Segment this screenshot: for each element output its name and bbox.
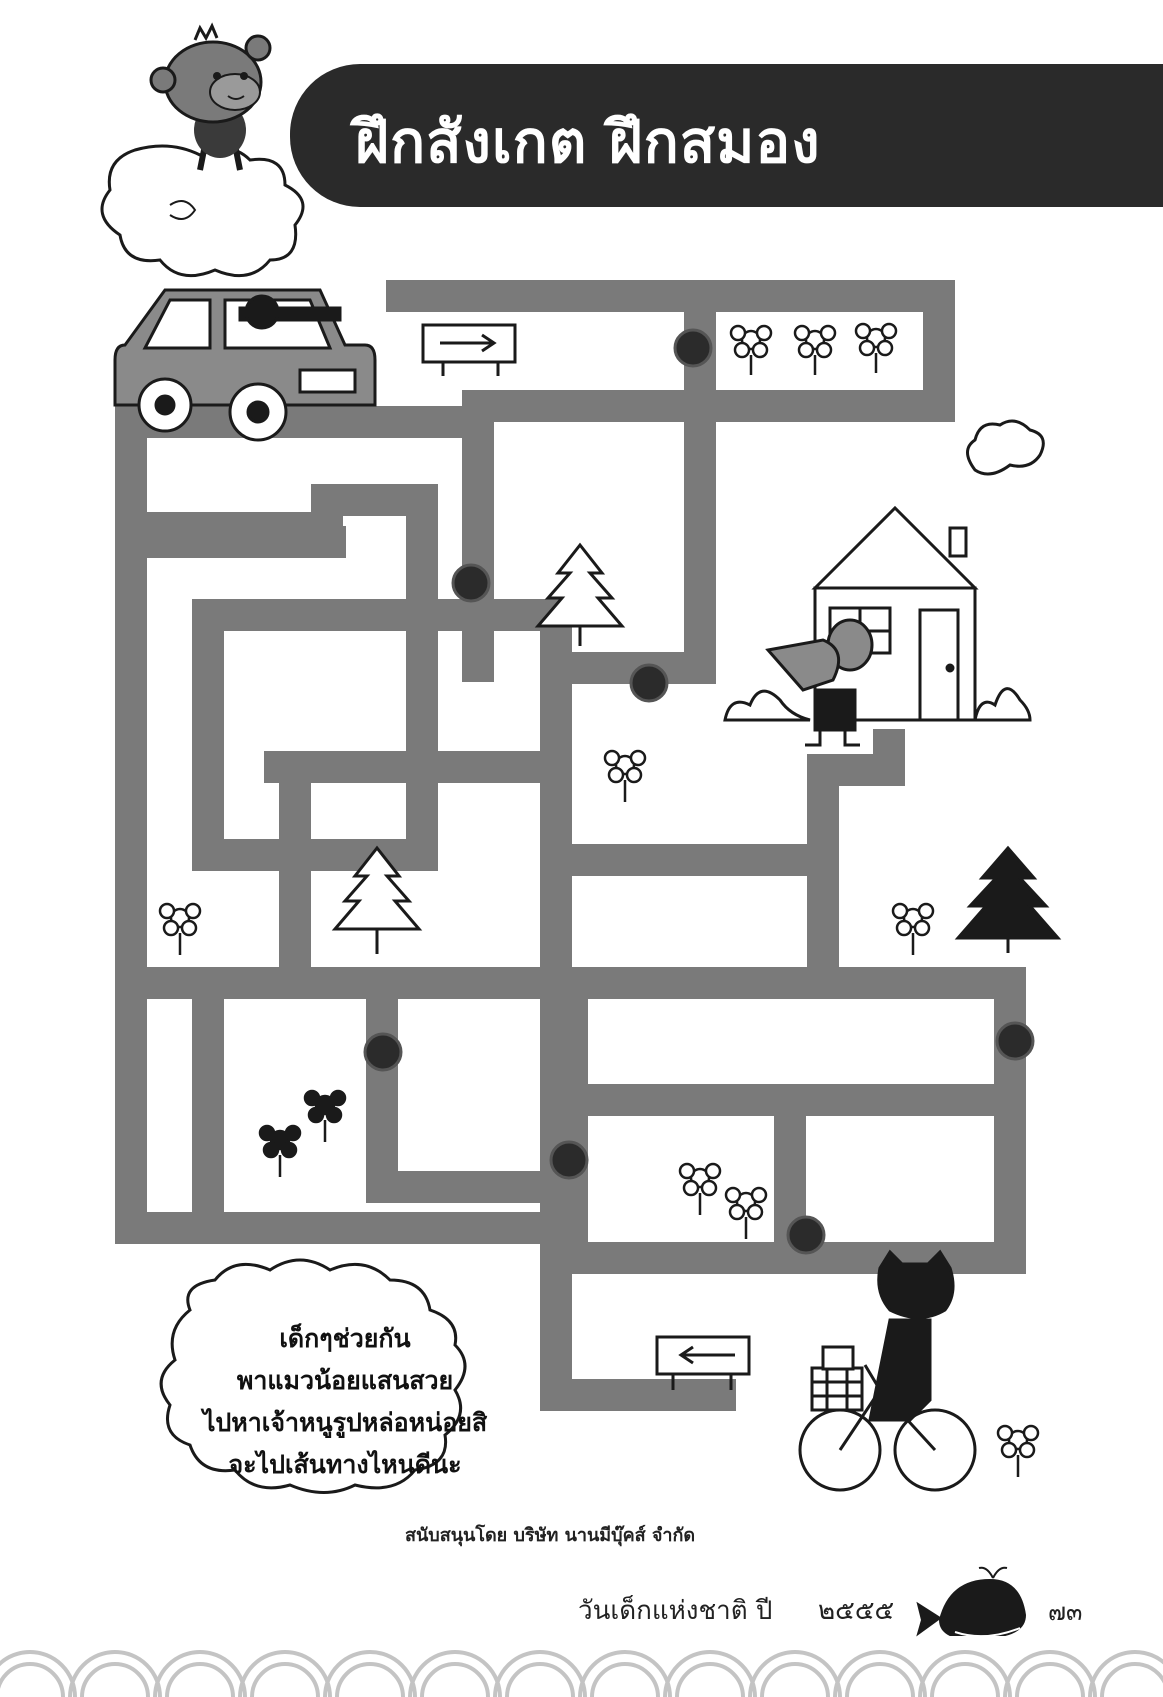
arrow-sign-right-icon bbox=[421, 323, 517, 376]
instruction-text: เด็กๆช่วยกัน พาแมวน้อยแสนสวย ไปหาเจ้าหนู… bbox=[150, 1318, 540, 1486]
flower-icon bbox=[724, 1186, 768, 1239]
flower-icon bbox=[678, 1162, 722, 1215]
road-blocker-icon bbox=[629, 663, 669, 703]
flower-icon bbox=[158, 902, 202, 955]
pine-tree-icon bbox=[331, 845, 423, 954]
flower-icon bbox=[603, 749, 647, 802]
decorative-border-rings bbox=[0, 1650, 1163, 1697]
monkey-on-cloud-icon bbox=[100, 22, 305, 278]
flower-icon bbox=[891, 902, 935, 955]
pine-tree-icon bbox=[534, 542, 626, 646]
instruction-line: จะไปเส้นทางไหนดีนะ bbox=[228, 1450, 462, 1479]
road-blocker-icon bbox=[451, 563, 491, 603]
mouse-character-icon bbox=[765, 618, 874, 747]
page-number: ๗๓ bbox=[1048, 1598, 1083, 1626]
flower-icon bbox=[854, 322, 898, 373]
road-blocker-icon bbox=[549, 1140, 589, 1180]
flower-icon bbox=[729, 324, 773, 375]
sponsor-credit: สนับสนุนโดย บริษัท นานมีบุ๊คส์ จำกัด bbox=[405, 1525, 696, 1546]
whale-icon bbox=[916, 1566, 1027, 1638]
car-with-dog-icon bbox=[113, 288, 377, 442]
instruction-line: ไปหาเจ้าหนูรูปหล่อหน่อยสิ bbox=[202, 1408, 488, 1437]
instruction-cloud-bubble bbox=[159, 1258, 467, 1494]
flower-icon bbox=[793, 324, 837, 375]
flower-icon bbox=[258, 1124, 302, 1177]
road-blockers bbox=[363, 328, 1035, 1255]
flower-icon bbox=[303, 1089, 347, 1142]
flower-row-top bbox=[729, 322, 898, 375]
arrow-sign-left-icon bbox=[655, 1335, 751, 1390]
cat-on-bicycle-icon bbox=[798, 1249, 977, 1492]
road-blocker-icon bbox=[786, 1215, 826, 1255]
flower-icon bbox=[996, 1424, 1040, 1477]
footer-label: วันเด็กแห่งชาติ ปี bbox=[578, 1596, 773, 1626]
title-band bbox=[290, 64, 1163, 207]
house-icon bbox=[723, 419, 1045, 722]
pine-tree-icon bbox=[954, 845, 1062, 953]
road-blocker-icon bbox=[363, 1032, 403, 1072]
road-blocker-icon bbox=[995, 1021, 1035, 1061]
maze-paths bbox=[115, 280, 1026, 1411]
instruction-line: พาแมวน้อยแสนสวย bbox=[236, 1366, 454, 1395]
footer-year: ๒๕๕๕ bbox=[818, 1596, 895, 1626]
road-blocker-icon bbox=[673, 328, 713, 368]
instruction-line: เด็กๆช่วยกัน bbox=[279, 1324, 411, 1353]
page-title: ฝึกสังเกต ฝึกสมอง bbox=[355, 108, 821, 176]
